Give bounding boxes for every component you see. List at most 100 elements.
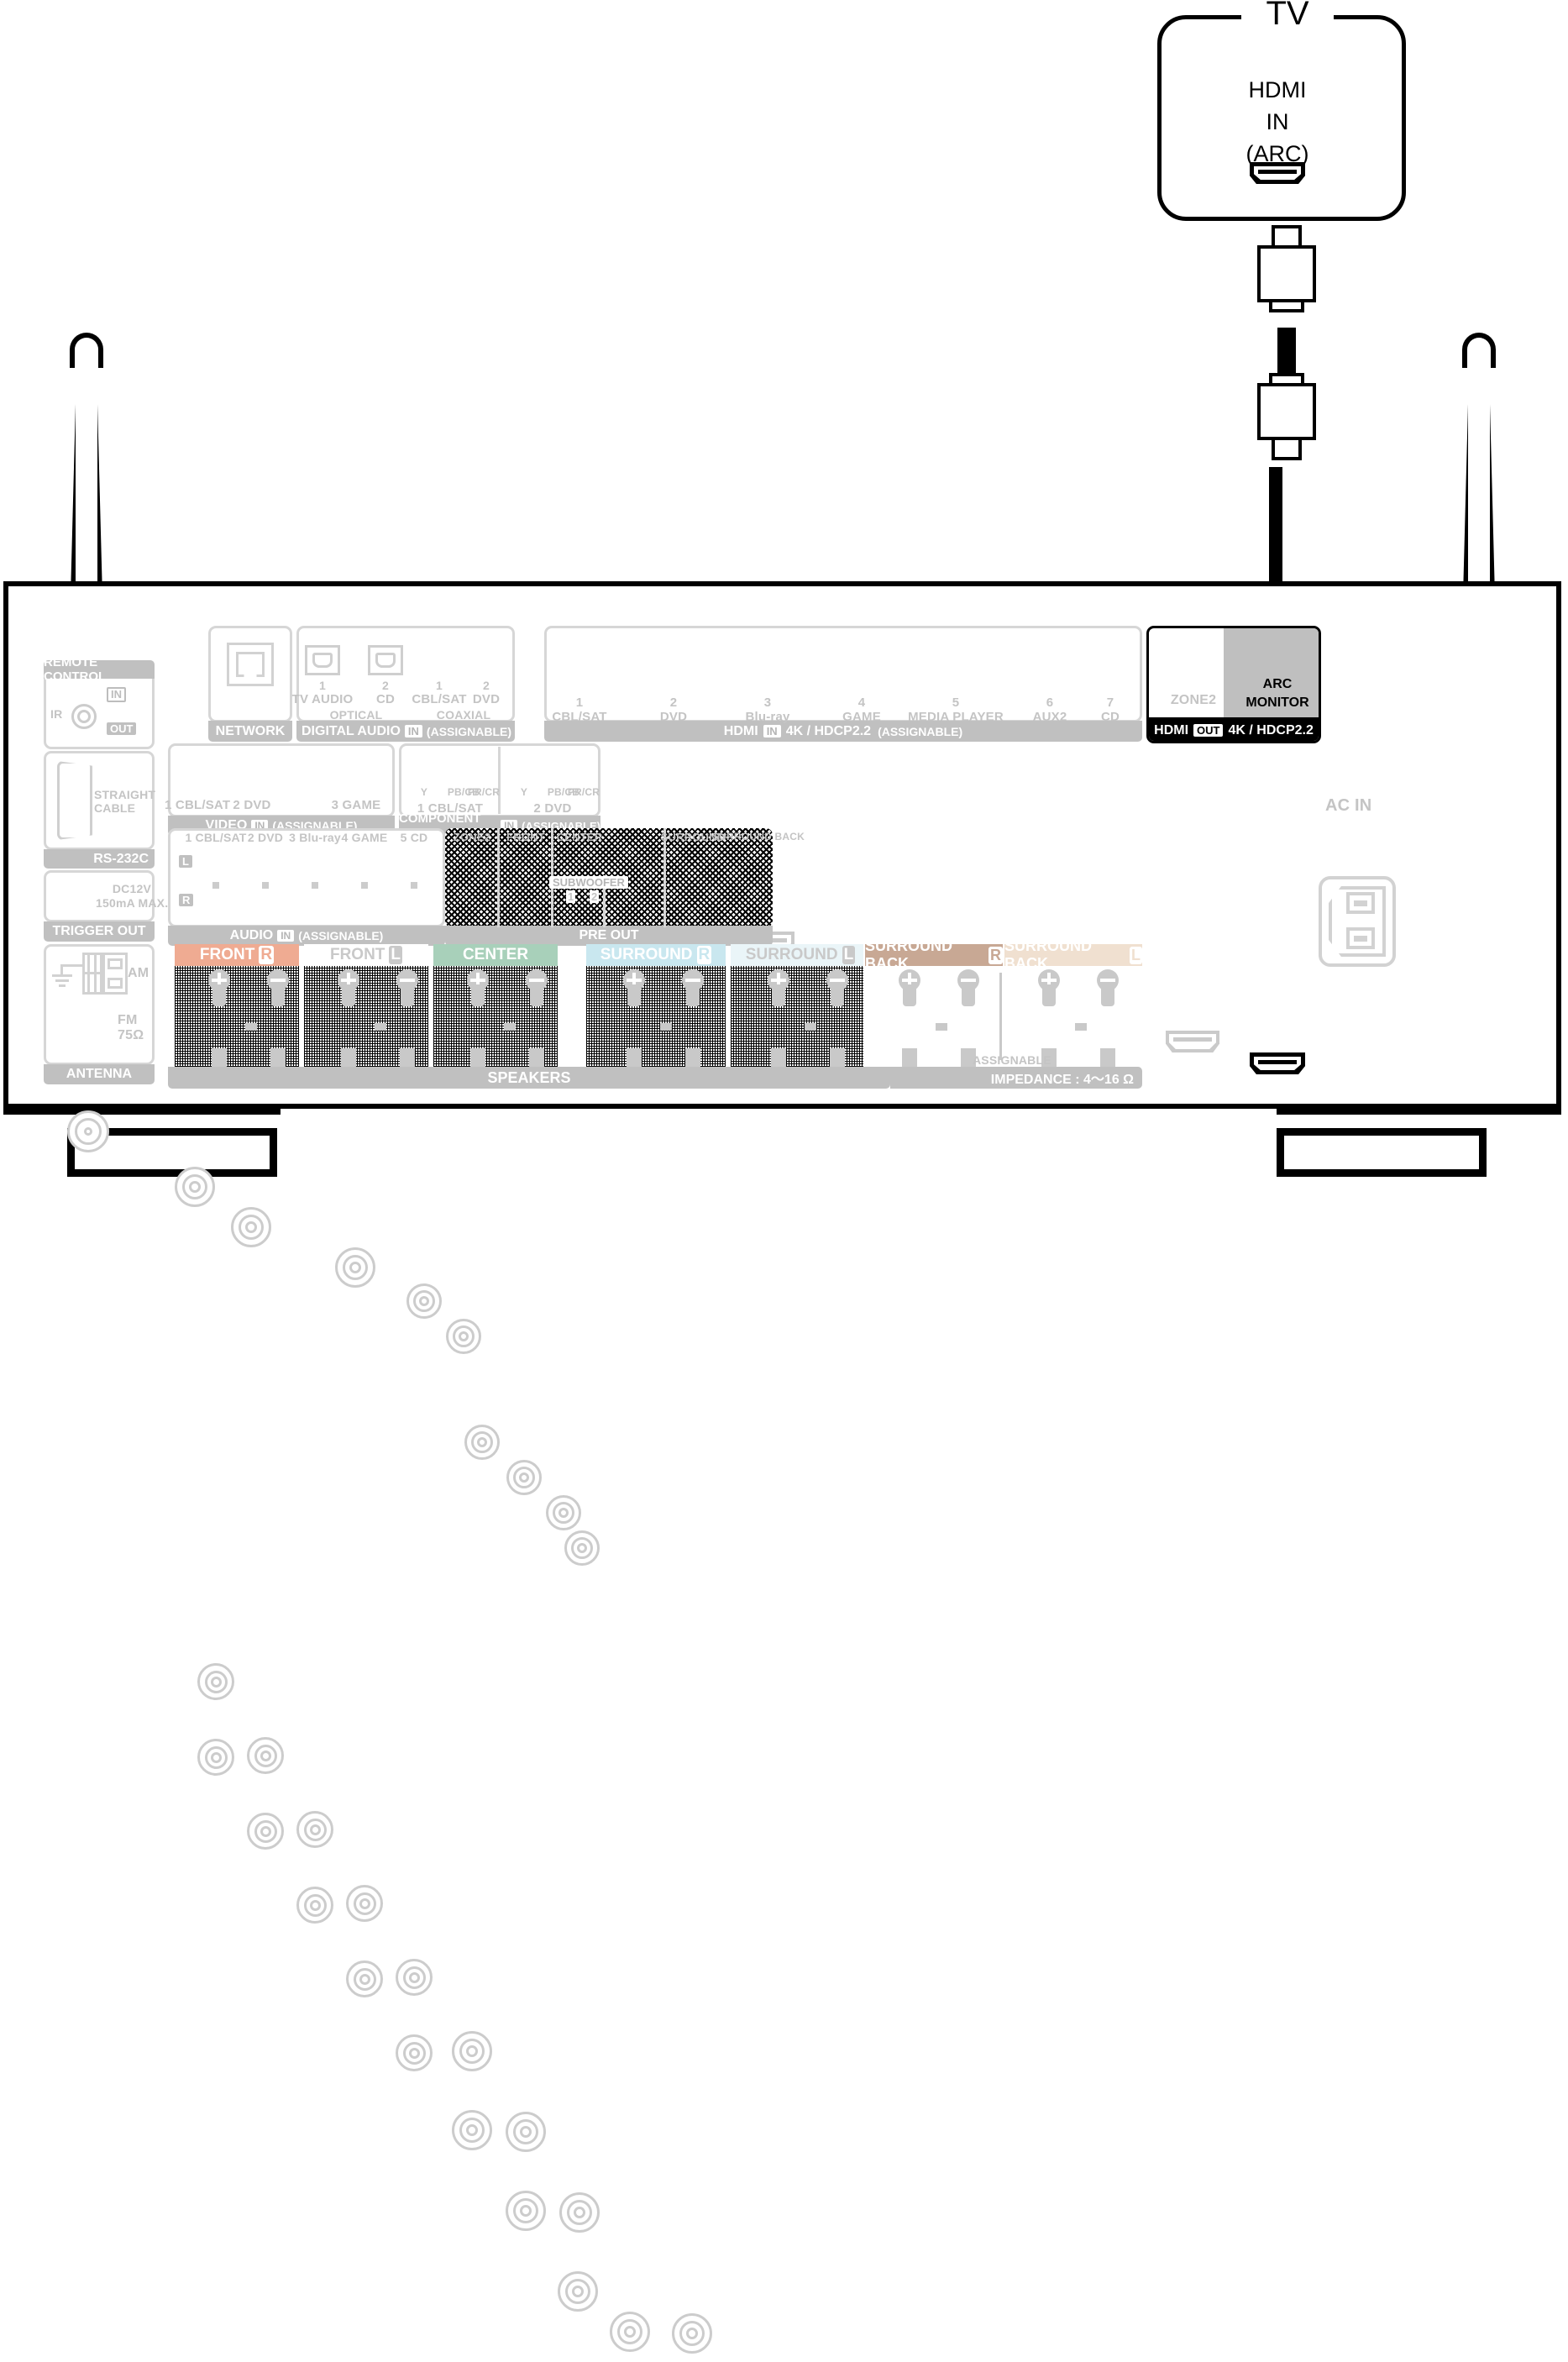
audio-in-ch-3-l[interactable]: [296, 1811, 333, 1848]
am-screw-bottom: [108, 978, 123, 989]
hdmi-out-bar-tag: OUT: [1193, 724, 1224, 737]
digital-audio-bar-label: DIGITAL AUDIO: [302, 723, 401, 738]
network-bar-label: NETWORK: [208, 721, 292, 742]
component-group-1-label: 1 CBL/SAT: [417, 801, 484, 816]
am-ground-bar2: [55, 979, 69, 982]
pre-out-subwoofer-num-2: 2: [590, 890, 600, 903]
am-divider-3: [82, 972, 102, 974]
audio-in-ch-3-label: 3 Blu-ray: [289, 831, 341, 844]
digital-audio-bar: DIGITAL AUDIO IN (ASSIGNABLE): [296, 721, 515, 742]
component-1-pr-jack[interactable]: [464, 1425, 500, 1460]
audio-in-ch-4-label: 4 GAME: [341, 831, 388, 844]
audio-in-ch-4-link: [361, 882, 368, 889]
video-in-jack-3-label: 3 GAME: [331, 798, 381, 812]
fm-coax-jack[interactable]: [67, 1110, 109, 1152]
video-in-jack-2[interactable]: [231, 1207, 271, 1247]
audio-in-ch-4-r[interactable]: [346, 1960, 383, 1997]
coaxial-port-2-name: DVD: [472, 692, 501, 706]
speaker-surround-back-r-minus-stem: [962, 984, 975, 1006]
speaker-surround-back-r-name: SURROUND BACK: [865, 937, 953, 972]
speaker-center-name: CENTER: [462, 946, 529, 963]
component-2-pb-jack[interactable]: [546, 1495, 581, 1530]
am-ground-drop: [60, 964, 63, 976]
audio-in-ch-2-link: [262, 882, 269, 889]
audio-in-ch-5-label: 5 CD: [400, 831, 428, 844]
component-1-pr-label: PR/CR: [467, 786, 501, 798]
component-2-pr-jack[interactable]: [564, 1530, 600, 1566]
ac-in-label: AC IN: [1325, 796, 1372, 815]
hdmi-in-bar: HDMI IN 4K / HDCP2.2 (ASSIGNABLE): [544, 721, 1142, 742]
audio-in-ch-5-r[interactable]: [396, 2034, 433, 2071]
hdmi-out-zone2-label: ZONE2: [1170, 693, 1217, 707]
trigger-out-bar-label: TRIGGER OUT: [44, 921, 155, 942]
pre-out-zone2-label: ZONE2: [453, 831, 491, 843]
optical-port-2-num: 2: [382, 679, 389, 692]
speaker-front-l-plus-stem: [342, 984, 355, 1006]
hdmi-out-bar-prefix: HDMI: [1154, 722, 1189, 737]
speaker-surround-back-l-link: [1075, 1023, 1087, 1031]
speaker-front-l-link: [375, 1023, 386, 1031]
speaker-surround-back-l-plus-icon: [1038, 969, 1060, 991]
digital-audio-bar-tag: IN: [404, 725, 422, 737]
pre-out-surround-l[interactable]: [672, 2313, 712, 2354]
hdmi-out-zone2-port[interactable]: [1166, 1031, 1219, 1052]
audio-in-ch-1-r[interactable]: [197, 1739, 234, 1776]
hdmi-out-monitor-arc-port[interactable]: [1250, 1052, 1305, 1074]
video-in-jack-3[interactable]: [335, 1247, 375, 1288]
speaker-front-r-side: R: [259, 946, 275, 964]
pre-out-subwoofer-label: SUBWOOFER: [549, 876, 628, 889]
audio-in-ch-5-l[interactable]: [396, 1959, 433, 1996]
audio-in-ch-4-l[interactable]: [346, 1885, 383, 1922]
speaker-surround-back-r-plus-stem: [903, 984, 916, 1006]
trigger-out-note-line1: DC12V: [112, 882, 151, 895]
optical-group-label: OPTICAL: [329, 708, 383, 722]
optical-port-1[interactable]: [305, 645, 340, 675]
digital-audio-bar-suffix: (ASSIGNABLE): [426, 724, 512, 738]
am-ground-wire: [60, 964, 84, 967]
pre-out-front-r[interactable]: [506, 2191, 546, 2231]
hdmi-in-port-2-num: 2: [669, 695, 678, 710]
optical-port-1-name: TV AUDIO: [291, 692, 354, 706]
pre-out-zone2-l[interactable]: [452, 2031, 492, 2071]
speaker-front-l-header: FRONT L: [304, 944, 428, 966]
hdmi-out-group: [1146, 626, 1321, 743]
audio-in-ch-2-r[interactable]: [247, 1813, 284, 1850]
component-2-y-jack[interactable]: [506, 1460, 542, 1495]
component-group-2-label: 2 DVD: [533, 801, 572, 816]
component-1-y-jack[interactable]: [406, 1283, 442, 1319]
audio-in-ch-2-l[interactable]: [247, 1737, 284, 1774]
audio-in-ch-1-l[interactable]: [197, 1663, 234, 1700]
audio-in-group: [168, 828, 445, 927]
pre-out-subwoofer-2[interactable]: [610, 2312, 650, 2352]
hdmi-in-port-1-name: CBL/SAT: [552, 710, 607, 724]
speaker-surround-r-side: R: [696, 946, 712, 964]
video-in-jack-2-label: 2 DVD: [233, 798, 271, 812]
hdmi-in-port-6-num: 6: [1046, 695, 1054, 710]
hdmi-in-port-1-num: 1: [575, 695, 584, 710]
tv-title: TV: [1241, 0, 1334, 33]
component-2-y-label: Y: [520, 786, 528, 798]
component-1-pb-jack[interactable]: [446, 1319, 481, 1354]
rs232c-dsub-connector[interactable]: [57, 761, 92, 840]
audio-in-ch-3-r[interactable]: [296, 1887, 333, 1924]
speaker-front-r-link: [245, 1023, 257, 1031]
rj45-icon[interactable]: [227, 643, 274, 686]
audio-in-bar-tag: IN: [277, 930, 295, 942]
pre-out-center[interactable]: [559, 2192, 600, 2233]
video-in-group: [168, 743, 395, 817]
speaker-surround-back-r-link: [936, 1023, 947, 1031]
audio-in-ch-2-label: 2 DVD: [247, 831, 284, 844]
speaker-surround-back-l-plus-stem: [1042, 984, 1056, 1006]
speaker-surround-r-panel: [586, 966, 726, 1067]
pre-out-subwoofer-1[interactable]: [558, 2271, 598, 2312]
video-in-jack-1[interactable]: [175, 1167, 215, 1207]
pre-out-front-l[interactable]: [506, 2112, 546, 2152]
speaker-surround-r-header: SURROUND R: [586, 944, 726, 966]
hdmi-out-bar: HDMI OUT 4K / HDCP2.2: [1149, 720, 1319, 741]
ir-in-jack[interactable]: [71, 704, 97, 729]
speaker-front-l-name: FRONT: [329, 946, 385, 963]
pre-out-zone2-r[interactable]: [452, 2110, 492, 2150]
component-video-divider: [498, 747, 501, 814]
tv-hdmi-port-icon[interactable]: [1250, 162, 1305, 184]
optical-port-2[interactable]: [368, 645, 403, 675]
